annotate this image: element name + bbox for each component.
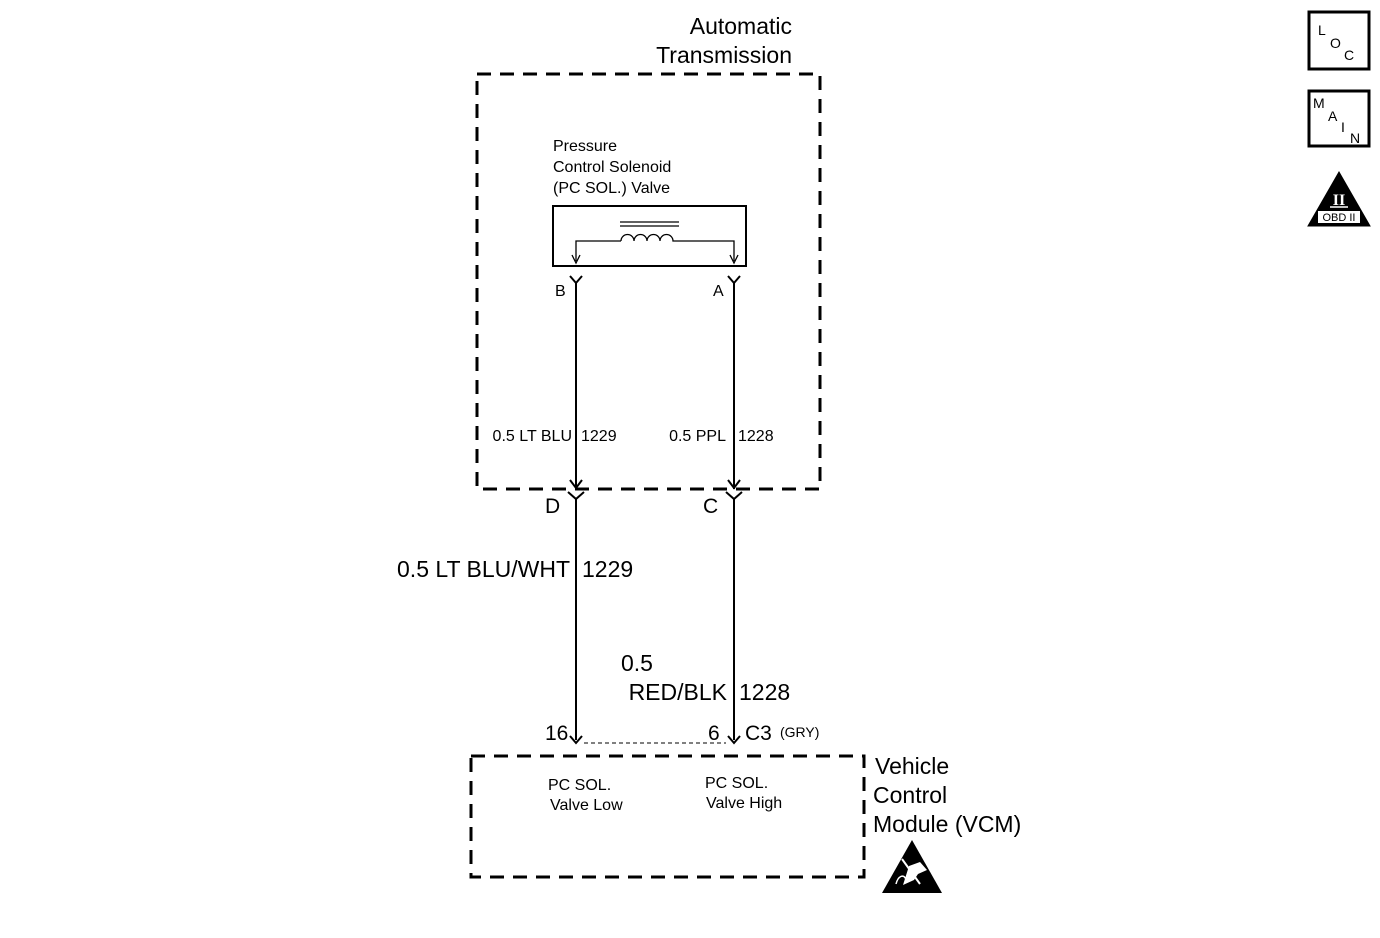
main-button-frame[interactable] bbox=[1307, 89, 1371, 148]
pc-solenoid-valve bbox=[552, 205, 747, 267]
pin-b-connector bbox=[569, 275, 583, 285]
loc-button-frame[interactable] bbox=[1307, 10, 1371, 71]
vcm-title-line1: Vehicle bbox=[875, 753, 949, 779]
esd-warning-icon bbox=[882, 840, 942, 893]
wire-left-circuit: 1229 bbox=[581, 428, 617, 445]
main-letter-m: M bbox=[1313, 95, 1325, 111]
loc-letter-o: O bbox=[1330, 35, 1341, 51]
loc-button[interactable]: L O C bbox=[1307, 10, 1371, 71]
pin-a-connector bbox=[727, 275, 741, 285]
obd-ii-icon[interactable]: II OBD II bbox=[1307, 170, 1371, 227]
harness-wire-left-circuit: 1229 bbox=[582, 556, 633, 582]
transmission-boundary bbox=[475, 72, 822, 491]
vcm-connector-group: 16 6 C3 (GRY) bbox=[545, 722, 819, 745]
vcm-group: PC SOL. Valve Low PC SOL. Valve High Veh… bbox=[469, 753, 1021, 893]
vcm-title-line2: Control bbox=[873, 782, 947, 808]
connector-c-symbol bbox=[725, 491, 743, 501]
solenoid-label-line3: (PC SOL.) Valve bbox=[553, 180, 670, 197]
main-letter-a: A bbox=[1328, 108, 1338, 124]
loc-letter-c: C bbox=[1344, 47, 1354, 63]
wire-right-label: 0.5 PPL bbox=[669, 428, 726, 445]
vcm-title-line3: Module (VCM) bbox=[873, 811, 1021, 837]
main-button[interactable]: M A I N bbox=[1307, 89, 1371, 148]
harness-wire-left-label: 0.5 LT BLU/WHT bbox=[397, 556, 570, 582]
wire-left-label: 0.5 LT BLU bbox=[493, 428, 572, 445]
vcm-left-label-line2: Valve Low bbox=[550, 797, 623, 814]
connector-c-label: C bbox=[703, 495, 718, 518]
connector-c3-label: C3 bbox=[745, 722, 772, 745]
harness-connector-group: D C 0.5 LT BLU/WHT 1229 0.5 RED/BLK 1228 bbox=[397, 491, 790, 740]
main-letter-i: I bbox=[1341, 119, 1345, 135]
loc-letter-l: L bbox=[1318, 22, 1326, 38]
transmission-title-line1: Automatic bbox=[690, 13, 792, 39]
transmission-group: Automatic Transmission Pressure Control … bbox=[475, 13, 822, 491]
harness-wire-right-color: RED/BLK bbox=[629, 679, 728, 705]
solenoid-label-line2: Control Solenoid bbox=[553, 159, 671, 176]
connector-c3-color: (GRY) bbox=[780, 724, 819, 740]
vcm-right-label-line2: Valve High bbox=[706, 795, 782, 812]
vcm-left-label-line1: PC SOL. bbox=[548, 777, 611, 794]
main-letter-n: N bbox=[1350, 130, 1360, 146]
connector-d-symbol bbox=[567, 491, 585, 501]
harness-wire-right-circuit: 1228 bbox=[739, 679, 790, 705]
connector-d-label: D bbox=[545, 495, 560, 518]
obd-numeral: II bbox=[1333, 192, 1345, 209]
vcm-right-label-line1: PC SOL. bbox=[705, 775, 768, 792]
coil-icon bbox=[620, 221, 679, 242]
solenoid-housing bbox=[552, 205, 747, 267]
pin-a-label: A bbox=[713, 283, 724, 300]
wire-right-circuit: 1228 bbox=[738, 428, 774, 445]
obd-label: OBD II bbox=[1322, 212, 1355, 224]
vcm-boundary bbox=[469, 754, 866, 879]
vcm-pin-6-label: 6 bbox=[708, 722, 720, 745]
harness-wire-right-size: 0.5 bbox=[621, 650, 653, 676]
vcm-pin-16-label: 16 bbox=[545, 722, 568, 745]
pin-b-label: B bbox=[555, 283, 566, 300]
solenoid-label-line1: Pressure bbox=[553, 138, 617, 155]
transmission-title-line2: Transmission bbox=[656, 42, 792, 68]
